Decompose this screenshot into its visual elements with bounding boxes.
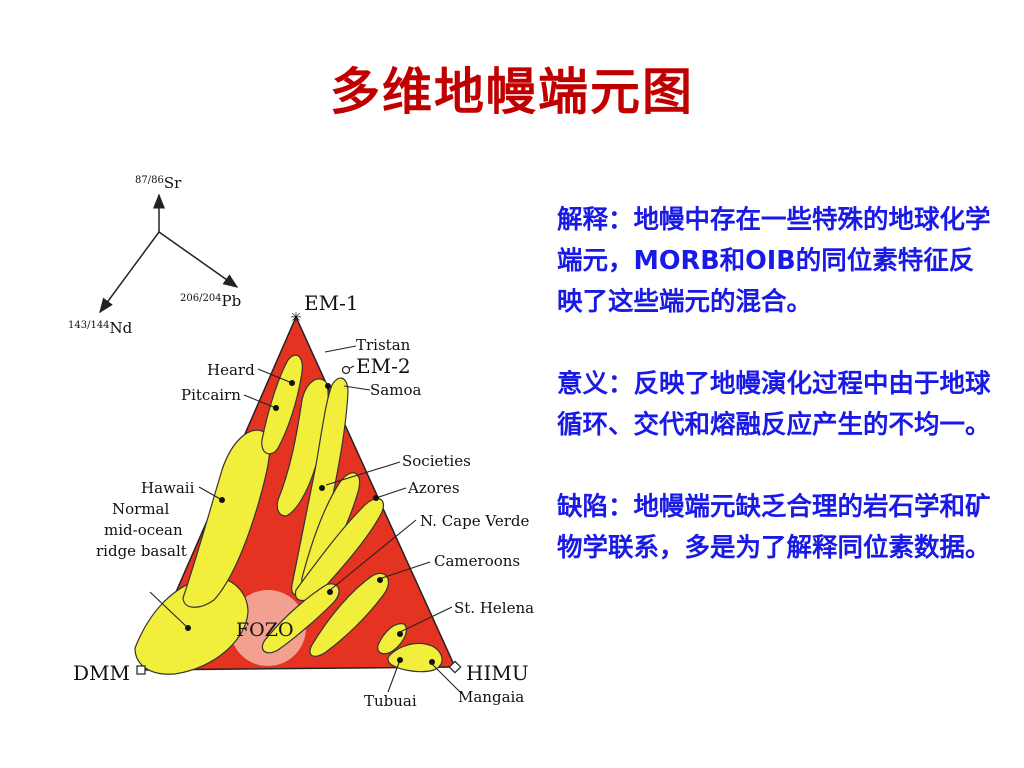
em1-label: EM-1 <box>304 291 359 315</box>
explanation-text: 解释：地幔中存在一些特殊的地球化学端元，MORB和OIB的同位素特征反映了这些端… <box>557 205 991 317</box>
morb-field <box>134 576 249 675</box>
em2-marker <box>341 365 351 375</box>
pitcairn-field <box>261 354 303 455</box>
oib-fields <box>134 354 443 675</box>
cape-verde-field <box>261 583 340 654</box>
nd-axis-arrow <box>99 231 160 314</box>
pb-axis-arrow <box>158 231 239 288</box>
locality-labels: Tristan Heard Samoa Pitcairn Societies H… <box>96 336 534 710</box>
leader-azores <box>375 487 407 499</box>
label-cameroons: Cameroons <box>434 552 520 570</box>
sr-axis-label: 87/86Sr <box>135 174 182 192</box>
fozo-zone <box>230 590 306 666</box>
pb-axis-label: 206/204Pb <box>180 292 241 310</box>
label-ncape: N. Cape Verde <box>420 512 529 530</box>
tubuai-field <box>387 642 443 673</box>
leader-societies <box>325 461 401 486</box>
label-sthelena: St. Helena <box>454 599 534 617</box>
label-societies: Societies <box>402 452 471 470</box>
leader-tristan <box>324 345 357 353</box>
label-morb-3: ridge basalt <box>96 542 187 560</box>
dmm-label: DMM <box>73 661 130 685</box>
leader-samoa <box>343 385 371 391</box>
leader-tubuai <box>387 659 401 693</box>
leader-hawaii <box>198 486 223 501</box>
isotope-axes <box>99 193 239 314</box>
label-tristan: Tristan <box>356 336 411 354</box>
leader-morb <box>149 591 189 629</box>
leader-mangaia <box>431 663 463 695</box>
label-morb-1: Normal <box>112 500 169 518</box>
label-heard: Heard <box>207 361 255 379</box>
sample-dots <box>185 380 435 665</box>
leader-cape-verde <box>329 519 417 591</box>
meaning-text: 意义：反映了地幔演化过程中由于地球循环、交代和熔融反应产生的不均一。 <box>557 369 991 440</box>
leader-pitcairn <box>243 394 277 409</box>
nd-axis-label: 143/144Nd <box>68 319 133 337</box>
himu-marker <box>448 660 462 674</box>
leader-heard <box>257 368 293 384</box>
label-morb-2: mid-ocean <box>104 521 183 539</box>
em2-label: EM-2 <box>356 354 411 378</box>
leader-lines <box>149 345 463 695</box>
em1-marker: ✳ <box>290 310 302 326</box>
label-pitcairn: Pitcairn <box>181 386 241 404</box>
label-azores: Azores <box>407 479 460 497</box>
label-samoa: Samoa <box>370 381 421 399</box>
defect-text: 缺陷：地幔端元缺乏合理的岩石学和矿物学联系，多是为了解释同位素数据。 <box>557 492 991 563</box>
dmm-marker <box>136 665 146 675</box>
leader-cameroons <box>381 561 431 579</box>
fozo-label: FOZO <box>236 619 294 641</box>
leader-st-helena <box>399 606 453 633</box>
himu-label: HIMU <box>466 661 529 685</box>
label-tubuai: Tubuai <box>364 692 417 710</box>
label-mangaia: Mangaia <box>458 688 524 706</box>
page-title: 多维地幔端元图 <box>330 63 694 121</box>
label-hawaii: Hawaii <box>141 479 195 497</box>
cameroons-field <box>309 572 389 657</box>
